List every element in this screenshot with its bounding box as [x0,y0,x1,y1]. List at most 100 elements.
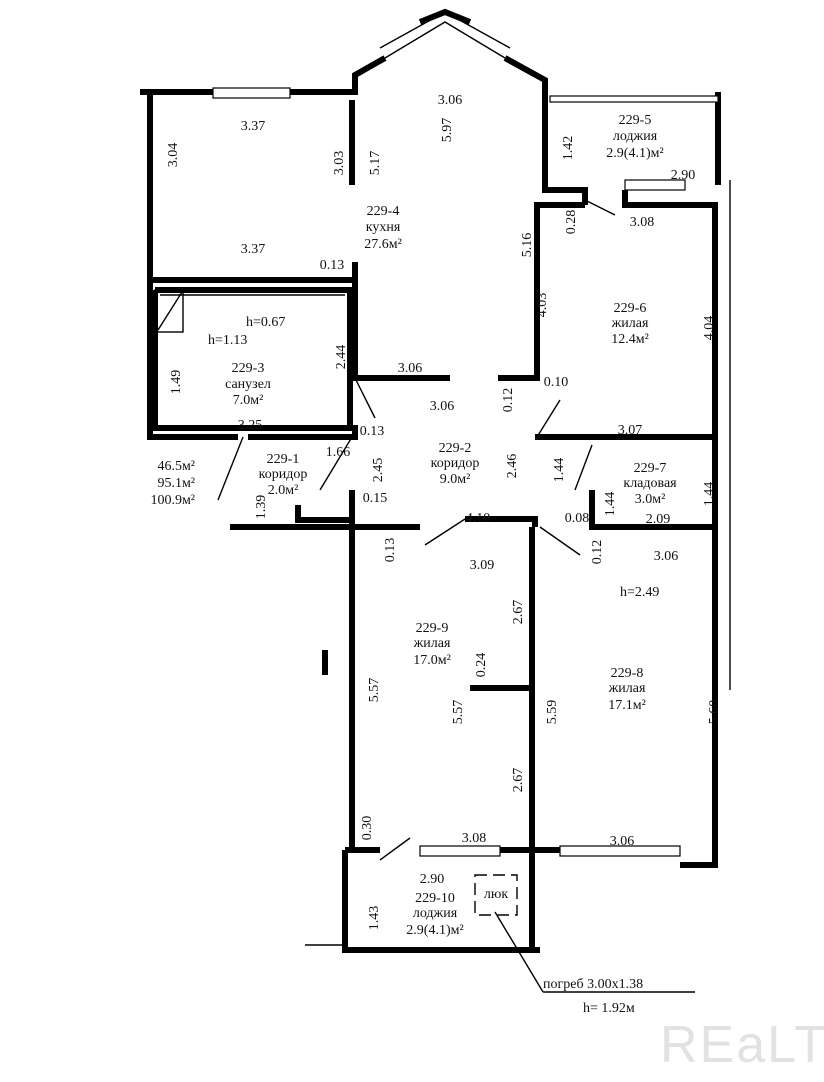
room-name: кухня [366,220,401,235]
dimension: 1.49 [169,370,184,395]
room-name: санузел [225,377,271,392]
room-area: 27.6м² [364,237,402,252]
room-229-7: 229-7 кладовая 3.0м² [623,461,677,507]
door-marks [217,199,695,993]
dimension: 1.44 [603,492,618,517]
dimension: 1.39 [254,495,269,520]
walls [140,8,731,953]
total-living-area: 46.5м² [157,459,195,474]
room-area: 2.9(4.1)м² [606,146,663,161]
room-name: коридор [259,467,308,482]
room-229-5: 229-5 лоджия 2.9(4.1)м² [606,113,663,161]
room-229-10: 229-10 лоджия 2.9(4.1)м² [406,891,463,938]
dimension: 0.28 [564,210,579,235]
total-area: 95.1м² [157,476,195,491]
dimension: 4.03 [535,293,550,318]
windows [212,11,719,857]
room-id: 229-9 [416,621,449,636]
dimension: 3.25 [238,418,263,433]
cellar-height: h= 1.92м [583,1001,635,1016]
room-id: 229-7 [634,461,667,476]
height-note: h=0.67 [246,315,285,330]
dimension: 3.09 [470,558,495,573]
room-id: 229-1 [267,452,300,467]
room-area: 3.0м² [635,492,666,507]
dimension: 0.30 [360,816,375,841]
room-name: коридор [431,456,480,471]
dimension: 0.12 [501,388,516,413]
dimension: 2.45 [371,458,386,483]
dimension: 1.44 [552,458,567,483]
dimension: 3.04 [166,143,181,168]
room-name: жилая [413,636,451,651]
room-name: лоджия [413,906,458,921]
dimension: 0.24 [474,653,489,678]
room-area: 17.1м² [608,698,646,713]
room-id: 229-8 [611,666,644,681]
room-area: 7.0м² [233,393,264,408]
dimension: 0.13 [383,538,398,563]
dimension: 3.08 [462,831,487,846]
dimension: 5.57 [451,700,466,725]
room-229-3: 229-3 санузел 7.0м² [225,361,271,408]
dimension: 2.44 [334,345,349,370]
room-name: жилая [611,316,649,331]
room-229-6: 229-6 жилая 12.4м² [611,301,649,347]
dimension: 1.42 [561,136,576,161]
dimension: 3.37 [241,119,266,134]
dimension: 3.06 [398,361,423,376]
dimension: 0.15 [363,491,388,506]
room-area: 2.0м² [268,483,299,498]
dimension: 5.17 [368,151,383,176]
total-area-with-loggias: 100.9м² [150,493,195,508]
room-name: жилая [608,681,646,696]
dimension: 5.57 [367,678,382,703]
dimension: 3.06 [438,93,463,108]
dimension: 0.08 [565,511,590,526]
dimension: 5.60 [707,700,722,725]
dimension: 2.09 [646,512,671,527]
dimension: 0.13 [360,424,385,439]
dimensions: 3.37 3.04 3.03 5.17 3.06 5.97 1.42 2.90 … [166,93,722,930]
dimension: 5.97 [440,118,455,143]
ceiling-height: h=2.49 [620,585,659,600]
dimension: 2.67 [511,768,526,793]
cellar-label: погреб 3.00x1.38 [543,977,643,992]
room-229-9: 229-9 жилая 17.0м² [413,621,451,668]
watermark-logo: REaLT [660,1016,824,1074]
room-229-4: 229-4 кухня 27.6м² [364,204,402,252]
room-229-1: 229-1 коридор 2.0м² [259,452,308,498]
dimension: 3.06 [654,549,679,564]
room-id: 229-10 [415,891,455,906]
dimension: 2.67 [511,600,526,625]
dimension: 2.90 [420,872,445,887]
room-area: 2.9(4.1)м² [406,923,463,938]
dimension: 5.59 [545,700,560,725]
dimension: 1.43 [367,906,382,931]
room-area: 17.0м² [413,653,451,668]
dimension: 0.10 [544,375,569,390]
dimension: 4.04 [702,316,717,341]
notes: h=0.67 h=1.13 h=2.49 46.5м² 95.1м² 100.9… [150,315,824,1074]
room-name: кладовая [623,476,677,491]
dimension: 1.66 [326,445,351,460]
room-id: 229-3 [232,361,265,376]
dimension: 4.10 [466,511,491,526]
dimension: 0.12 [590,540,605,565]
dimension: 0.13 [320,258,345,273]
room-area: 9.0м² [440,472,471,487]
room-name: лоджия [613,129,658,144]
dimension: 3.03 [332,151,347,176]
dimension: 2.90 [671,168,696,183]
room-id: 229-5 [619,113,652,128]
dimension: 3.06 [430,399,455,414]
room-229-8: 229-8 жилая 17.1м² [608,666,646,713]
dimension: 3.37 [241,242,266,257]
height-note: h=1.13 [208,333,247,348]
room-id: 229-4 [367,204,400,219]
dimension: 5.16 [520,233,535,258]
dimension: 3.08 [630,215,655,230]
dimension: 2.46 [505,454,520,479]
room-229-2: 229-2 коридор 9.0м² [431,441,480,487]
